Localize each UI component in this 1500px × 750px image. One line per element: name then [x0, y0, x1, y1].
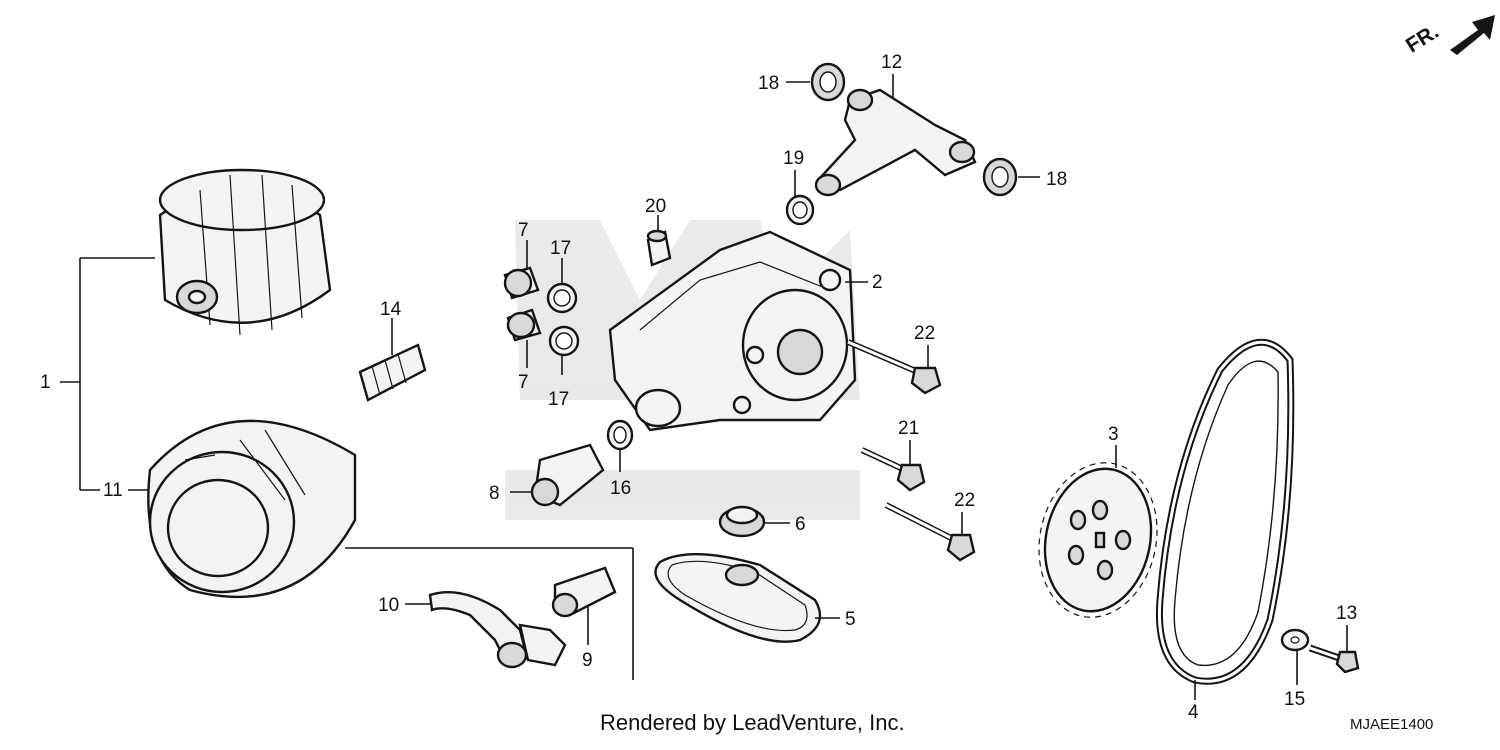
callout-1: 1	[40, 372, 51, 393]
oil-filter-part-11	[147, 419, 357, 598]
oil-filter-cap	[158, 168, 332, 336]
callout-4: 4	[1188, 702, 1199, 723]
callout-12: 12	[881, 52, 902, 73]
chain-part-4	[1155, 338, 1295, 700]
collars-part-7	[503, 240, 542, 368]
diagram-code: MJAEE1400	[1350, 716, 1434, 733]
oil-pipe-part-12	[814, 74, 977, 197]
strainer-part-5	[654, 552, 840, 643]
stud-part-14	[358, 318, 427, 402]
callout-10: 10	[378, 595, 399, 616]
callout-16: 16	[610, 478, 631, 499]
washer-part-15	[1280, 628, 1310, 685]
bolt-part-13	[1308, 625, 1360, 674]
callout-3: 3	[1108, 424, 1119, 445]
callout-17-lower: 17	[548, 389, 569, 410]
callout-9: 9	[582, 650, 593, 671]
callout-20: 20	[645, 196, 666, 217]
callout-7-lower: 7	[518, 372, 529, 393]
callout-11: 11	[103, 480, 123, 501]
hose-part-10	[405, 591, 567, 669]
callout-5: 5	[845, 609, 856, 630]
callout-15: 15	[1284, 689, 1305, 710]
plug-part-6	[718, 505, 790, 538]
callout-2: 2	[872, 272, 883, 293]
oil-pump-body-part-2	[608, 230, 868, 432]
joint-part-8	[510, 443, 605, 507]
forward-arrow-icon	[1450, 15, 1495, 55]
bolt-part-22-lower	[884, 502, 976, 562]
bolt-part-22-upper	[846, 339, 942, 395]
joint-part-9	[551, 566, 617, 645]
callout-22-upper: 22	[914, 323, 935, 344]
callout-6: 6	[795, 514, 806, 535]
callout-18-upper: 18	[758, 73, 779, 94]
callout-22-lower: 22	[954, 490, 975, 511]
bracket-part-1	[60, 257, 155, 491]
callout-14: 14	[380, 299, 402, 320]
dowel-pin-part-20	[646, 215, 672, 267]
callout-19: 19	[783, 148, 804, 169]
callout-13: 13	[1336, 603, 1357, 624]
callout-8: 8	[489, 483, 500, 504]
callout-18-lower: 18	[1046, 169, 1067, 190]
callout-7-upper: 7	[518, 220, 529, 241]
inset-border	[345, 547, 634, 680]
callout-21: 21	[898, 418, 919, 439]
render-credit: Rendered by LeadVenture, Inc.	[600, 710, 905, 735]
oring-part-19	[785, 170, 815, 226]
bolt-part-21	[860, 440, 926, 492]
callout-17-upper: 17	[550, 238, 571, 259]
oring-part-16	[606, 419, 634, 472]
sprocket-part-3	[1038, 445, 1158, 618]
seals-part-18	[786, 62, 1040, 197]
orings-part-17	[546, 258, 580, 375]
